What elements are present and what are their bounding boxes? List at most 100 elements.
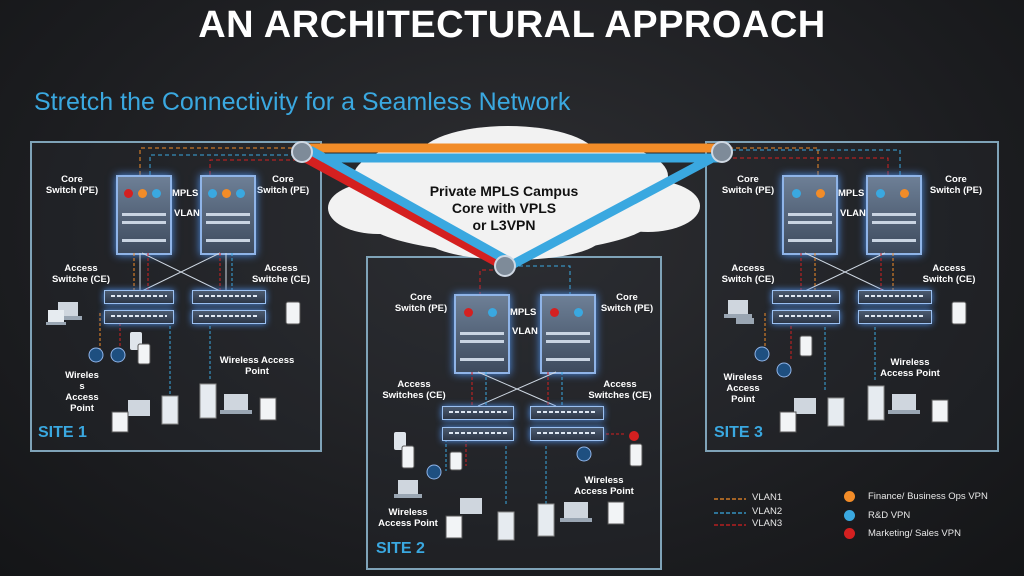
site2-wap-icon-2	[576, 431, 643, 467]
site3-tablet-icon	[779, 398, 816, 433]
sales-vpn-dot	[464, 308, 473, 317]
site3-access-switch-2[interactable]	[772, 310, 840, 324]
site3-core-right-label-l1: Core	[945, 174, 967, 185]
site2-wap-left-label-l1: Wireless	[388, 507, 428, 518]
site2-core-switch-left[interactable]	[454, 294, 510, 374]
site3-access-left-label: Access Switch (CE)	[712, 263, 784, 285]
rd-vpn-swatch	[844, 510, 855, 521]
site2-core-right-label-l2: Switch (PE)	[600, 303, 654, 314]
finance-vpn-label: Finance/ Business Ops VPN	[868, 491, 988, 502]
site1-access-right-label: Access Switche (CE)	[246, 263, 316, 285]
site2-access-switch-1[interactable]	[442, 406, 514, 420]
site1-access-switch-4[interactable]	[192, 310, 266, 324]
cloud-label: Private MPLS Campus Core with VPLS or L3…	[404, 183, 604, 234]
sales-vpn-swatch	[844, 528, 855, 539]
site3-access-right-label: Access Switch (CE)	[914, 263, 984, 285]
site2-server-icon	[497, 511, 515, 541]
site2-wap-left-label: Wireless Access Point	[372, 507, 444, 529]
site3-desktop-icon	[867, 385, 949, 423]
finance-vpn-dot	[900, 189, 909, 198]
page-subtitle: Stretch the Connectivity for a Seamless …	[34, 88, 571, 116]
site2-vlan-tag: VLAN	[512, 326, 538, 337]
site3-access-left-label-l2: Switch (CE)	[721, 274, 775, 285]
site1-phone-icon-2	[285, 301, 301, 325]
site2-access-switch-3[interactable]	[530, 406, 604, 420]
site2-wap-icon	[426, 451, 463, 480]
site3-box	[705, 141, 999, 452]
finance-vpn-swatch	[844, 491, 855, 502]
rd-vpn-dot	[138, 189, 147, 198]
site1-phone-icon	[130, 332, 151, 365]
finance-vpn-dot	[124, 189, 133, 198]
site1-wap-right-label-l2: Point	[245, 366, 269, 377]
site1-server-icon	[161, 395, 179, 425]
site1-laptop-icon	[46, 302, 82, 325]
site1-core-switch-left[interactable]	[116, 175, 172, 255]
site1-wap-left-label-l4: Point	[70, 403, 94, 414]
site2-phone-icon	[394, 432, 415, 469]
site3-access-switch-3[interactable]	[858, 290, 932, 304]
site2-core-left-label-l1: Core	[410, 292, 432, 303]
site2-core-right-label-l1: Core	[616, 292, 638, 303]
site3-access-switch-1[interactable]	[772, 290, 840, 304]
site2-wap-right-label-l1: Wireless	[584, 475, 624, 486]
sales-vpn-dot	[236, 189, 245, 198]
site2-access-switch-2[interactable]	[442, 427, 514, 441]
site1-access-left-label-l2: Switche (CE)	[51, 274, 111, 285]
site3-wap-right-label: Wireless Access Point	[874, 357, 946, 379]
cloud-label-line1: Private MPLS Campus	[429, 183, 579, 199]
site2-core-switch-right[interactable]	[540, 294, 596, 374]
site3-core-right-label: Core Switch (PE)	[922, 174, 990, 196]
site1-access-switch-2[interactable]	[104, 310, 174, 324]
site3-core-switch-right[interactable]	[866, 175, 922, 255]
site2-access-right-label: Access Switches (CE)	[584, 379, 656, 401]
site3-wap-left-label-l1: Wireless	[723, 372, 763, 383]
site2-desktop-icon	[537, 501, 625, 537]
site1-vlan-tag: VLAN	[174, 208, 200, 219]
site3-access-right-label-l1: Access	[932, 263, 966, 274]
site2-wap-right-label: Wireless Access Point	[568, 475, 640, 497]
site1-core-right-label: Core Switch (PE)	[250, 174, 316, 196]
site3-core-left-label-l2: Switch (PE)	[721, 185, 775, 196]
site3-access-right-label-l2: Switch (CE)	[922, 274, 976, 285]
site3-wap-icon	[754, 335, 813, 378]
site2-access-left-label-l2: Switches (CE)	[382, 390, 446, 401]
site1-wap-left-label: Wireles s Access Point	[52, 370, 112, 414]
sales-vpn-dot	[550, 308, 559, 317]
sales-vpn-dot	[152, 189, 161, 198]
site1-core-left-label: Core Switch (PE)	[38, 174, 106, 196]
vlan-legend: VLAN1 VLAN2 VLAN3	[714, 492, 824, 536]
site3-wap-left-label: Wireless Access Point	[716, 372, 770, 405]
site3-label: SITE 3	[714, 424, 763, 441]
site2-tablet-icon	[445, 498, 482, 539]
finance-vpn-dot	[208, 189, 217, 198]
rd-vpn-dot	[792, 189, 801, 198]
site3-mpls-tag: MPLS	[838, 188, 865, 199]
site1-access-left-label: Access Switche (CE)	[46, 263, 116, 285]
site3-access-switch-4[interactable]	[858, 310, 932, 324]
site2-access-switch-4[interactable]	[530, 427, 604, 441]
cloud-label-line3: or L3VPN	[472, 217, 536, 233]
site1-access-switch-3[interactable]	[192, 290, 266, 304]
site2-access-right-label-l2: Switches (CE)	[588, 390, 652, 401]
site3-laptop-icon	[724, 300, 754, 324]
site3-core-right-label-l2: Switch (PE)	[929, 185, 983, 196]
site3-wap-left-label-l2: Access	[726, 383, 760, 394]
rd-vpn-dot	[574, 308, 583, 317]
site1-access-right-label-l2: Switche (CE)	[251, 274, 311, 285]
site1-wap-left-label-l1: Wireles	[65, 370, 99, 381]
site2-wap-right-label-l2: Access Point	[574, 486, 634, 497]
site1-access-switch-1[interactable]	[104, 290, 174, 304]
rd-vpn-dot	[488, 308, 497, 317]
site1-core-switch-right[interactable]	[200, 175, 256, 255]
site3-phone-icon	[951, 301, 967, 325]
site2-mpls-tag: MPLS	[510, 307, 537, 318]
cloud-label-line2: Core with VPLS	[451, 200, 557, 216]
site2-core-left-label-l2: Switch (PE)	[394, 303, 448, 314]
site3-core-switch-left[interactable]	[782, 175, 838, 255]
site3-core-left-label-l1: Core	[737, 174, 759, 185]
site2-access-left-label: Access Switches (CE)	[378, 379, 450, 401]
site3-links	[764, 252, 894, 391]
vpn-legend: Finance/ Business Ops VPN R&D VPN Market…	[844, 490, 1014, 544]
